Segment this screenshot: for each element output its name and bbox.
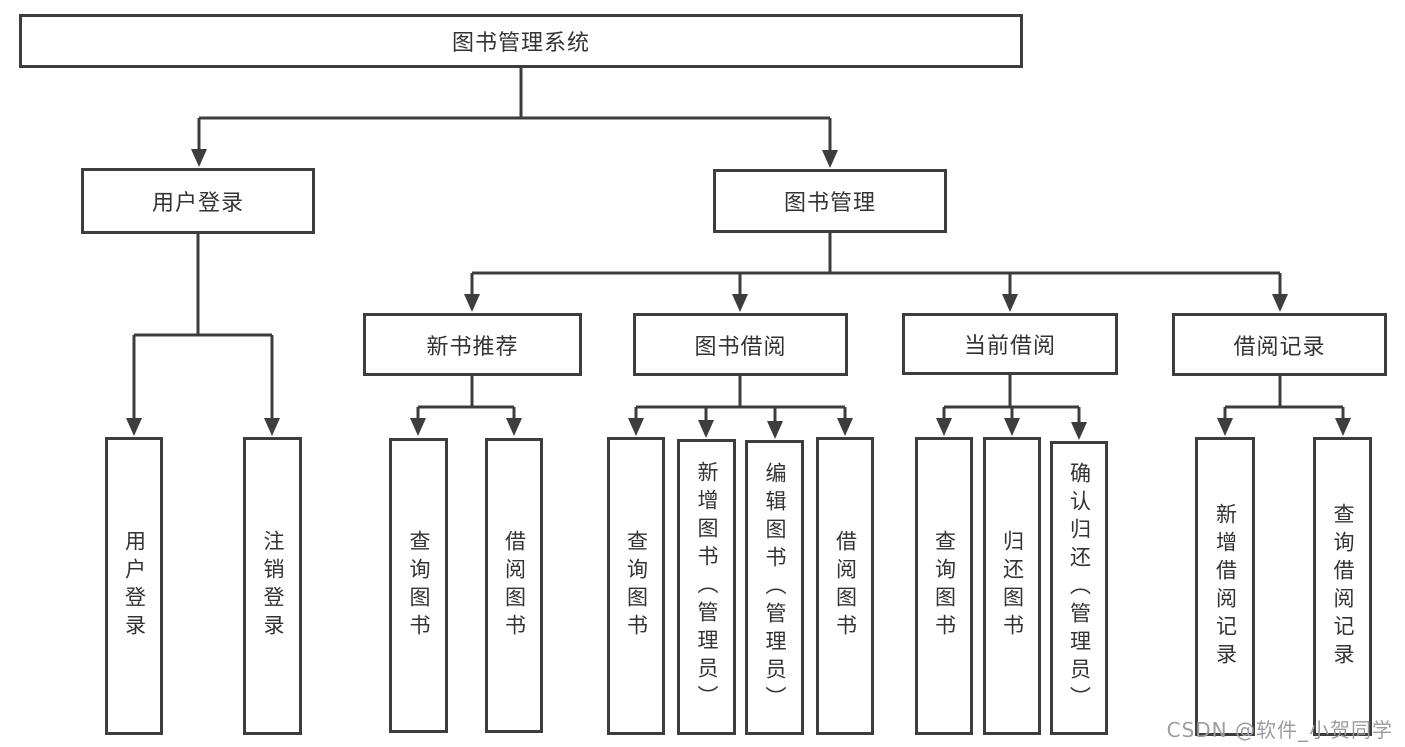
connector-root-to-level2: [197, 68, 832, 153]
leaf-query-books-borrowing-label: 查询图书: [624, 530, 649, 642]
leaf-borrow-books-recommend: 借阅图书: [485, 438, 543, 733]
node-user-login-branch: 用户登录: [81, 168, 315, 234]
leaf-query-books-current-label: 查询图书: [932, 530, 957, 642]
node-library-system-label: 图书管理系统: [451, 31, 590, 56]
connector-new-book-group: [416, 374, 516, 421]
node-borrowing-records-label: 借阅记录: [1233, 334, 1326, 360]
leaf-borrow-books-recommend-label: 借阅图书: [502, 529, 527, 642]
leaf-add-borrow-record: 新增借阅记录: [1195, 437, 1255, 736]
node-new-book-recommendation: 新书推荐: [363, 313, 582, 376]
node-book-management-branch: 图书管理: [713, 169, 947, 233]
connector-user-login-branch: [132, 231, 274, 421]
leaf-edit-books-admin-label: 编辑图书（管理员）: [763, 461, 788, 714]
leaf-logout: 注销登录: [243, 437, 302, 735]
csdn-watermark: CSDN @软件_小贺同学: [1166, 718, 1393, 742]
leaf-add-books-admin: 新增图书（管理员）: [677, 439, 736, 735]
arrowheads: [126, 149, 1351, 440]
connector-book-borrowing-group: [634, 374, 847, 424]
leaf-add-borrow-record-label: 新增借阅记录: [1213, 502, 1238, 671]
leaf-query-books-recommend: 查询图书: [389, 438, 448, 733]
node-current-borrowing-label: 当前借阅: [963, 334, 1056, 359]
leaf-user-login-label: 用户登录: [122, 530, 147, 642]
leaf-query-books-recommend-label: 查询图书: [407, 529, 432, 642]
connector-book-management-branch: [470, 231, 1282, 297]
node-library-system: 图书管理系统: [19, 14, 1023, 68]
leaf-return-books: 归还图书: [983, 437, 1041, 735]
leaf-query-books-current: 查询图书: [915, 437, 973, 735]
leaf-borrow-books: 借阅图书: [816, 437, 874, 735]
leaf-user-login: 用户登录: [105, 437, 163, 735]
leaf-confirm-return-admin-label: 确认归还（管理员）: [1067, 462, 1092, 714]
node-user-login-branch-label: 用户登录: [151, 191, 244, 216]
leaf-query-borrow-record: 查询借阅记录: [1313, 437, 1372, 736]
connector-current-borrowing-group: [942, 373, 1081, 425]
node-new-book-recommendation-label: 新书推荐: [426, 334, 519, 360]
leaf-return-books-label: 归还图书: [1000, 530, 1025, 642]
node-book-management-branch-label: 图书管理: [783, 191, 876, 216]
node-current-borrowing: 当前借阅: [902, 313, 1118, 375]
leaf-logout-label: 注销登录: [261, 530, 286, 642]
node-book-borrowing: 图书借阅: [633, 313, 848, 376]
leaf-borrow-books-label: 借阅图书: [833, 530, 858, 642]
leaf-confirm-return-admin: 确认归还（管理员）: [1050, 441, 1108, 735]
leaf-query-books-borrowing: 查询图书: [607, 437, 665, 735]
connector-borrow-records-group: [1223, 374, 1345, 421]
node-book-borrowing-label: 图书借阅: [694, 334, 787, 360]
leaf-edit-books-admin: 编辑图书（管理员）: [745, 440, 804, 735]
leaf-query-borrow-record-label: 查询借阅记录: [1331, 502, 1356, 671]
leaf-add-books-admin-label: 新增图书（管理员）: [695, 461, 720, 713]
node-borrowing-records: 借阅记录: [1172, 313, 1387, 376]
